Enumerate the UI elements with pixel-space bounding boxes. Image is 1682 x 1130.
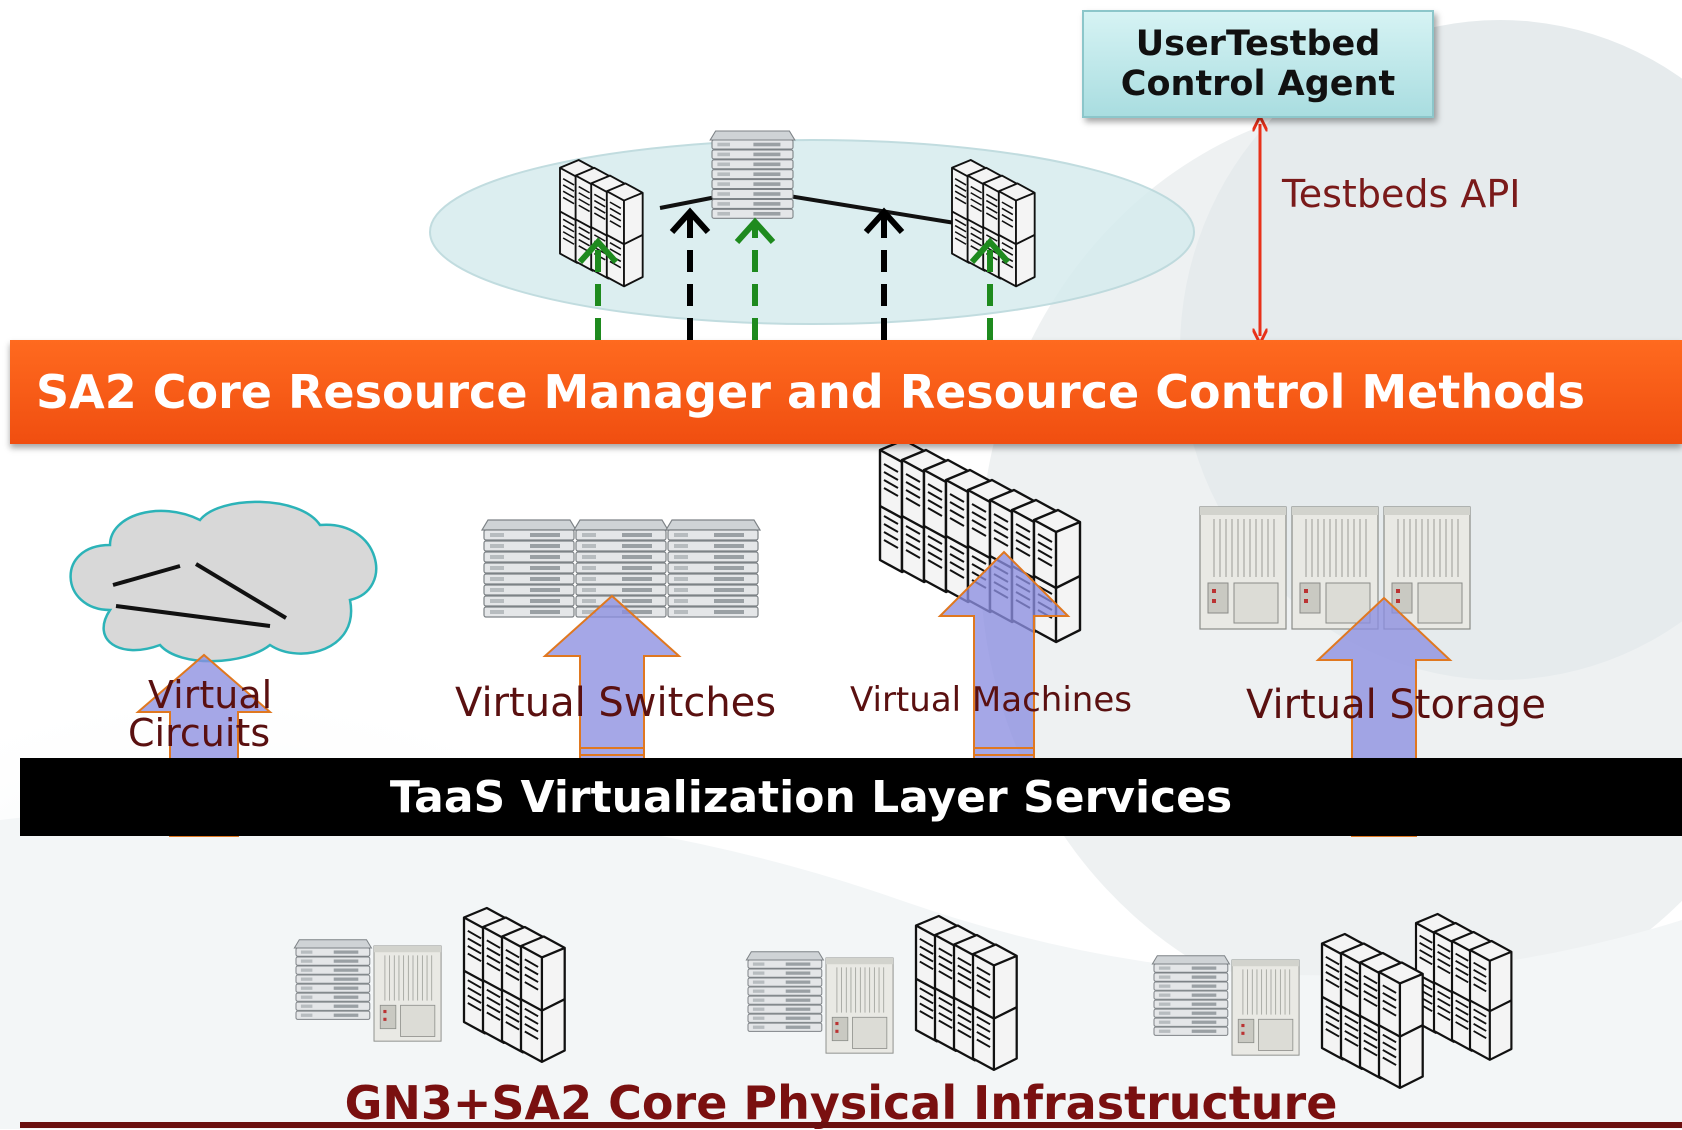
core-resource-manager-bar: SA2 Core Resource Manager and Resource C… <box>10 340 1682 444</box>
up-arrow-machines <box>937 550 1071 763</box>
taas-virtualization-label: TaaS Virtualization Layer Services <box>389 771 1233 823</box>
bottom-divider <box>20 1122 1682 1128</box>
cloud-icon <box>69 500 378 663</box>
virtual-switches-label: Virtual Switches <box>455 680 777 726</box>
up-arrow-switches <box>542 594 682 763</box>
green-dashed-arrow <box>734 217 776 340</box>
green-dashed-arrow <box>577 237 619 340</box>
physical-infrastructure-label: GN3+SA2 Core Physical Infrastructure <box>344 1076 1338 1130</box>
physical-infra-group-2 <box>746 916 1016 1070</box>
service-up-arrows <box>135 550 1453 837</box>
virtual-switches-rack-icon <box>482 520 760 617</box>
testbed-ellipse <box>429 139 1195 325</box>
core-resource-manager-label: SA2 Core Resource Manager and Resource C… <box>36 365 1585 419</box>
virtual-circuits-line1: Virtual <box>148 673 273 717</box>
control-arrows <box>577 207 1011 340</box>
physical-infra-group-3 <box>1152 914 1511 1088</box>
virtual-circuits-line2: Circuits <box>128 711 271 755</box>
virtual-storage-chassis-icon <box>1199 506 1471 630</box>
user-testbed-control-agent: UserTestbed Control Agent <box>1082 10 1434 118</box>
virtual-storage-label: Virtual Storage <box>1246 682 1546 728</box>
green-dashed-arrow <box>969 237 1011 340</box>
taas-virtualization-bar: TaaS Virtualization Layer Services <box>20 758 1682 836</box>
physical-infra-group-1 <box>294 908 564 1062</box>
agent-label-line1: UserTestbed <box>1135 23 1381 64</box>
black-dashed-arrow <box>669 207 711 340</box>
virtual-circuits-label: Virtual Circuits <box>128 673 273 752</box>
testbed-rack-server-icon <box>710 131 795 218</box>
testbeds-api-label: Testbeds API <box>1282 172 1521 216</box>
virtual-machines-label: Virtual Machines <box>850 680 1132 720</box>
agent-label-line2: Control Agent <box>1120 64 1396 104</box>
black-dashed-arrow <box>863 207 905 340</box>
